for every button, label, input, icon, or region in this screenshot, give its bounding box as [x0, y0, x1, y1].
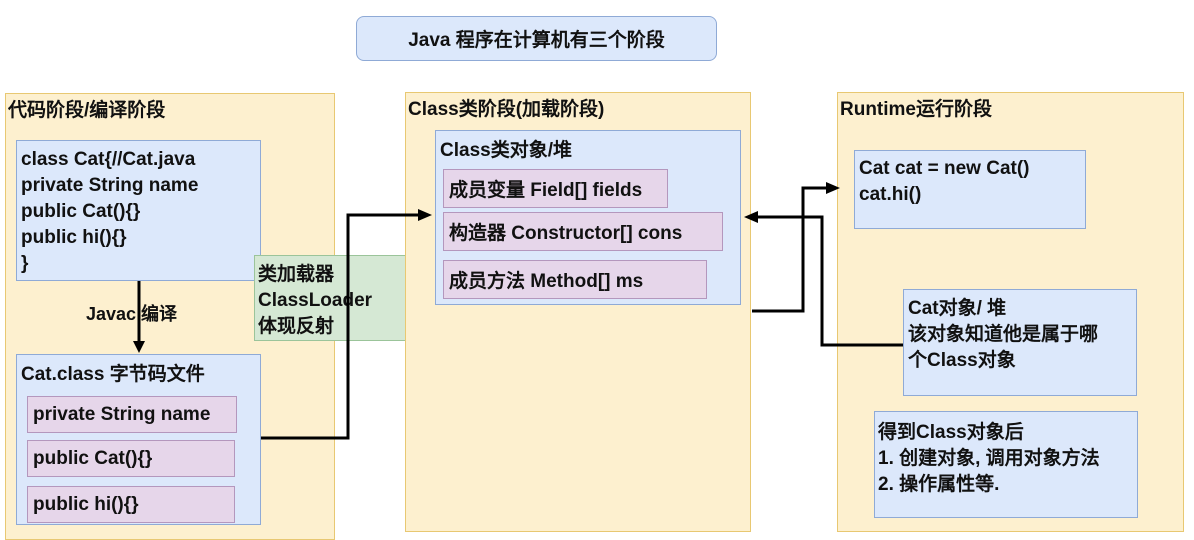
reflect-arrowhead [744, 211, 758, 223]
runtime-arrow [752, 186, 828, 313]
bytecode-item: public hi(){} [27, 486, 235, 523]
source-line: public hi(){} [21, 227, 127, 248]
classloader-line: ClassLoader [258, 290, 373, 311]
cat-object-line: Cat对象/ 堆 [908, 298, 1007, 319]
cat-object-line: 个Class对象 [908, 350, 1016, 371]
cat-object-line: 该对象知道他是属于哪 [908, 324, 1099, 345]
diagram-title: Java 程序在计算机有三个阶段 [356, 16, 717, 61]
classloader-box [254, 255, 413, 341]
class-member-fields: 成员变量 Field[] fields [443, 169, 668, 208]
runtime-code-box [854, 150, 1086, 229]
after-class-line: 得到Class对象后 [878, 422, 1024, 443]
source-code-box [16, 140, 261, 281]
classloader-line: 体现反射 [258, 316, 335, 337]
class-member-constructors: 构造器 Constructor[] cons [443, 212, 723, 251]
stage-runtime-label: Runtime运行阶段 [840, 99, 993, 120]
compile-arrowhead [133, 341, 145, 353]
bytecode-label: Cat.class 字节码文件 [21, 364, 205, 385]
class-object-label: Class类对象/堆 [440, 140, 572, 161]
bytecode-item: private String name [27, 396, 237, 433]
class-member-methods: 成员方法 Method[] ms [443, 260, 707, 299]
load-arrowhead [418, 209, 432, 221]
classloader-line: 类加载器 [258, 264, 335, 285]
after-class-line: 2. 操作属性等. [878, 474, 1000, 495]
source-line: private String name [21, 175, 199, 196]
runtime-code-line: cat.hi() [859, 184, 922, 205]
source-line: class Cat{//Cat.java [21, 149, 196, 170]
after-class-line: 1. 创建对象, 调用对象方法 [878, 448, 1100, 469]
stage-load-label: Class类阶段(加载阶段) [408, 99, 605, 120]
source-line: } [21, 253, 29, 274]
bytecode-item: public Cat(){} [27, 440, 235, 477]
compile-label: Javac 编译 [86, 304, 178, 324]
stage-compile-label: 代码阶段/编译阶段 [8, 100, 166, 121]
load-arrow [261, 213, 420, 440]
reflect-arrow [756, 215, 903, 347]
cat-object-box [903, 289, 1137, 396]
after-class-box [874, 411, 1138, 518]
source-line: public Cat(){} [21, 201, 141, 222]
runtime-arrowhead [826, 182, 840, 194]
runtime-code-line: Cat cat = new Cat() [859, 158, 1030, 179]
